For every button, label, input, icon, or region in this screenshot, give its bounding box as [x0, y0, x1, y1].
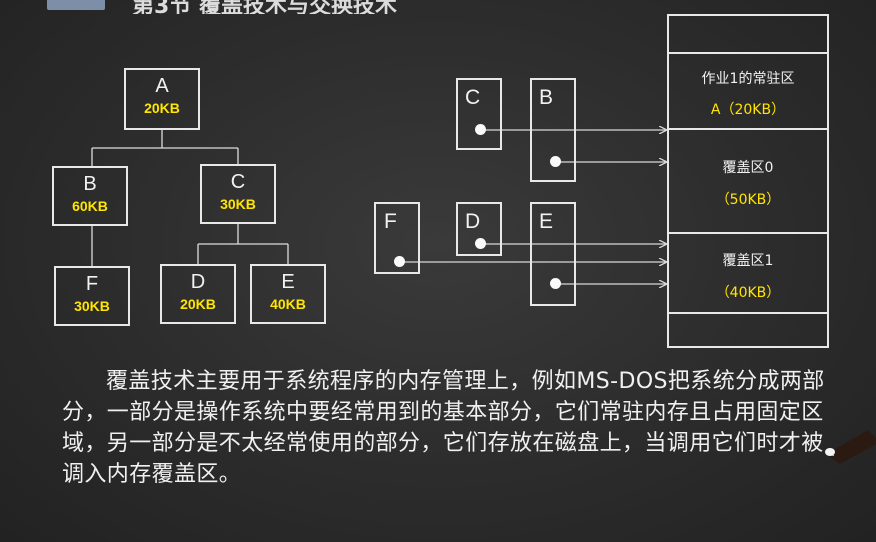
tree-node-a: A 20KB	[124, 68, 200, 130]
segment-f	[374, 202, 420, 274]
overlay-area-1-size: （40KB）	[715, 285, 781, 301]
segment-d-label: D	[465, 210, 481, 233]
node-name: A	[155, 75, 169, 97]
overlay-area-1-label: 覆盖区1	[722, 253, 774, 269]
tree-node-b: B 60KB	[52, 166, 128, 226]
resident-area-label: 作业1的常驻区	[701, 71, 795, 87]
slide-title: 第3节 覆盖技术与交换技术	[132, 0, 397, 14]
node-name: B	[83, 173, 97, 195]
node-name: F	[85, 273, 99, 295]
segment-f-pointer-dot	[394, 256, 405, 267]
segment-f-label: F	[384, 210, 397, 233]
node-name: D	[190, 271, 206, 293]
segment-e	[530, 202, 576, 306]
node-size: 40KB	[270, 296, 306, 312]
segment-e-pointer-dot	[550, 278, 561, 289]
segment-b-label: B	[539, 86, 554, 109]
overlay-area-0-size: （50KB）	[715, 192, 781, 208]
segment-c-label: C	[465, 86, 481, 109]
memory-divider-overlay1	[668, 312, 828, 314]
memory-divider-overlay0	[668, 232, 828, 234]
overlay-arrows	[400, 130, 666, 284]
title-badge-icon	[47, 0, 105, 10]
segment-b	[530, 78, 576, 182]
node-size: 60KB	[72, 198, 108, 214]
segment-c-pointer-dot	[475, 124, 486, 135]
node-name: E	[281, 271, 295, 293]
node-size: 20KB	[144, 100, 180, 116]
tree-connectors	[91, 130, 289, 266]
description-paragraph: 覆盖技术主要用于系统程序的内存管理上，例如MS-DOS把系统分成两部分，一部分是…	[62, 369, 825, 487]
memory-column	[667, 14, 829, 348]
memory-divider-top	[668, 52, 828, 54]
segment-d	[456, 202, 502, 256]
segment-c	[456, 78, 502, 150]
node-name: C	[230, 171, 246, 193]
node-size: 20KB	[180, 296, 216, 312]
segment-b-pointer-dot	[550, 156, 561, 167]
tree-node-e: E 40KB	[250, 264, 326, 324]
tree-node-d: D 20KB	[160, 264, 236, 324]
node-size: 30KB	[74, 298, 110, 314]
slide-title-strip: 第3节 覆盖技术与交换技术	[0, 0, 876, 14]
segment-d-pointer-dot	[475, 238, 486, 249]
tree-node-f: F 30KB	[54, 266, 130, 326]
segment-e-label: E	[539, 210, 554, 233]
tree-node-c: C 30KB	[200, 164, 276, 224]
memory-divider-resident	[668, 128, 828, 130]
overlay-area-0-label: 覆盖区0	[722, 160, 774, 176]
node-size: 30KB	[220, 196, 256, 212]
resident-area-size: A（20KB）	[710, 102, 786, 118]
presenter-pointer-icon	[825, 430, 876, 464]
